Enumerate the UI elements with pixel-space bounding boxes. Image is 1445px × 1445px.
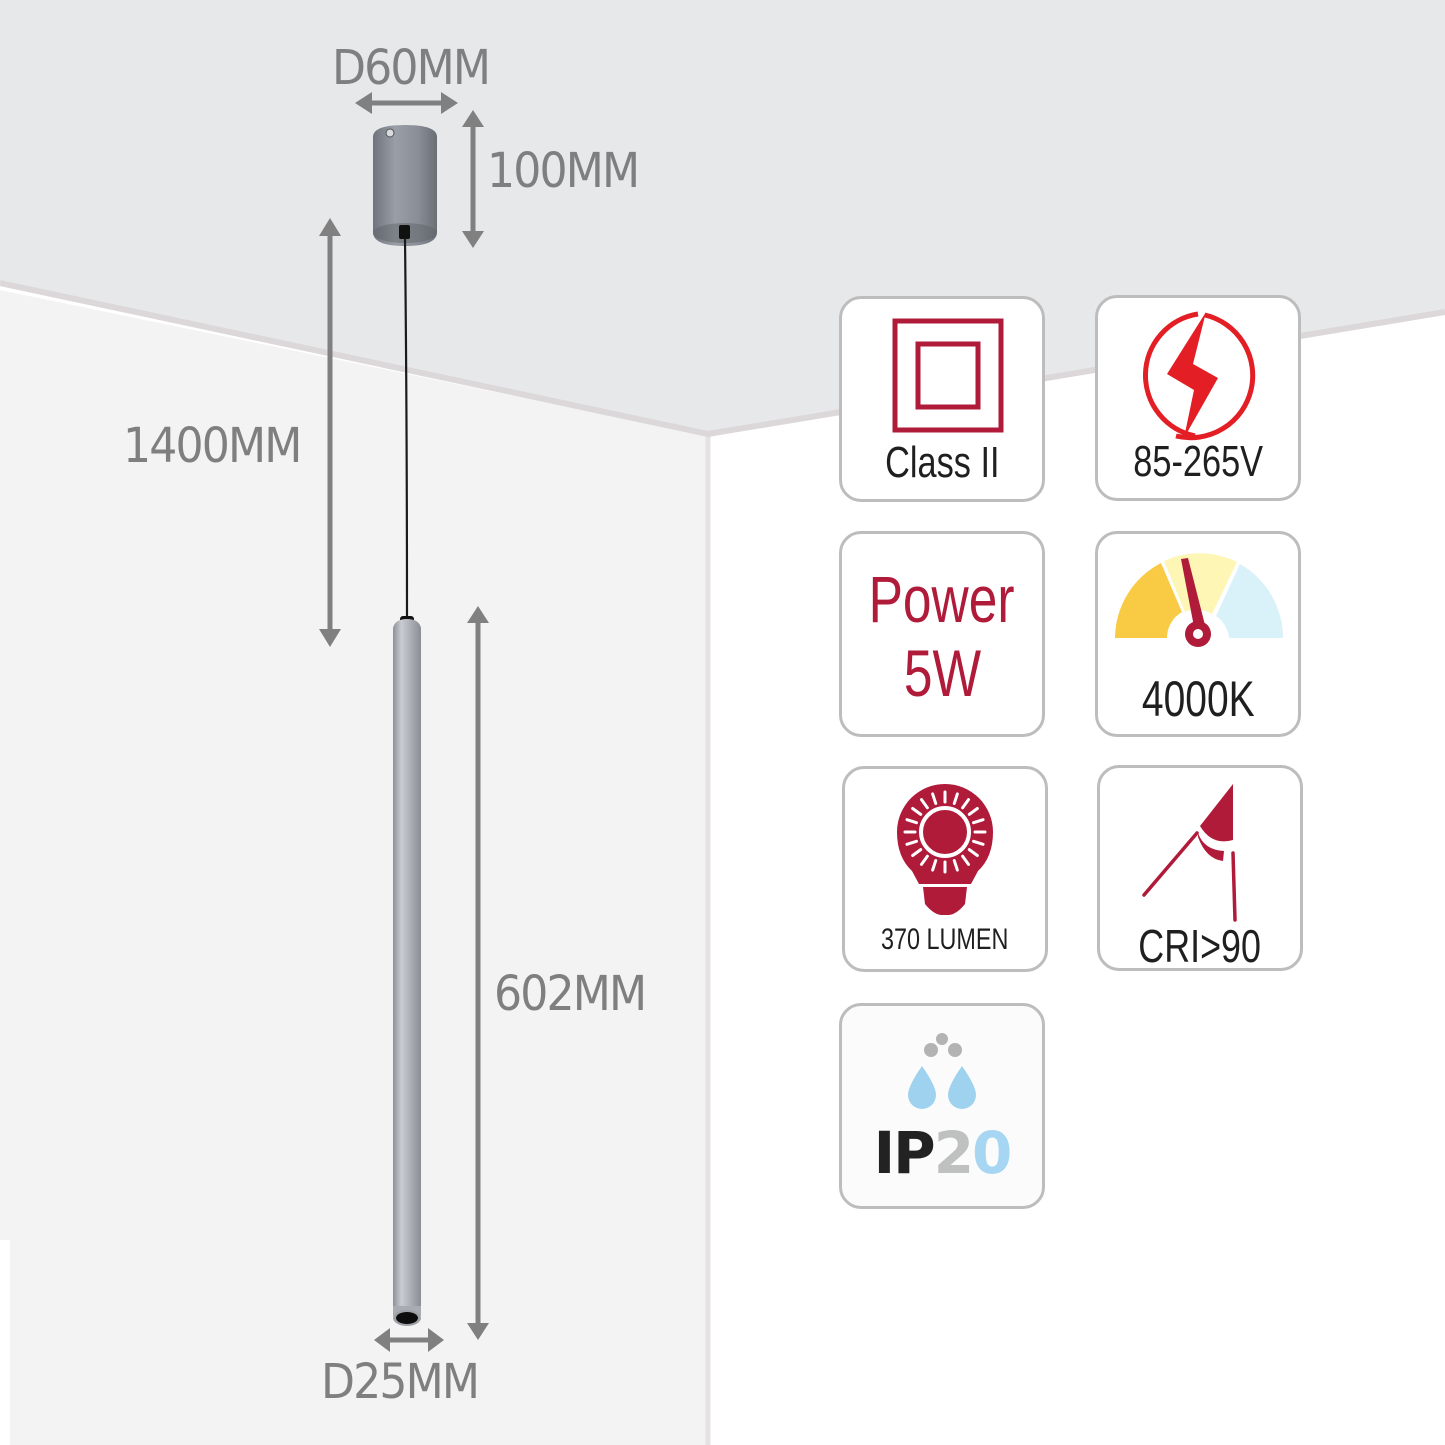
water-drops-icon (908, 1033, 976, 1109)
arrow-d60 (355, 92, 458, 114)
power-title: Power (869, 562, 1015, 636)
ip-prefix: IP (873, 1119, 936, 1187)
left-wall (0, 290, 708, 1445)
ip-second-digit: 0 (972, 1119, 1012, 1187)
bulb-ray (972, 839, 985, 846)
spec-card-voltage: 85-265V (1095, 295, 1301, 501)
bulb-ray (952, 859, 959, 872)
arrow-1400 (319, 218, 341, 647)
voltage-label: 85-265V (1133, 437, 1263, 486)
bulb-ray (905, 818, 918, 825)
bulb-ray (905, 839, 918, 846)
light-bulb-icon (897, 784, 993, 915)
cct-label: 4000K (1141, 671, 1255, 727)
bulb-ray (919, 798, 929, 810)
spec-card-ip-rating: IP20 (839, 1003, 1045, 1209)
spec-card-lumen: 370 LUMEN (842, 766, 1048, 972)
cable-length-label: 1400MM (123, 418, 302, 474)
dimension-arrows (319, 92, 489, 1352)
tube-opening (396, 1312, 418, 1324)
canopy-diameter-label: D60MM (332, 40, 491, 96)
canopy-height-label: 100MM (487, 143, 640, 199)
arrow-d25 (374, 1328, 444, 1352)
tube-length-label: 602MM (494, 966, 647, 1022)
bulb-ray (961, 854, 971, 866)
ceiling-canopy (373, 125, 437, 246)
bulb-ray (972, 818, 985, 825)
pendant-tube (393, 616, 421, 1326)
ip-rating-text: IP20 (842, 1124, 1042, 1182)
bulb-ray (952, 792, 959, 805)
canopy-screw (385, 128, 395, 138)
suspension-cable (403, 237, 409, 621)
spec-card-class: Class II (839, 296, 1045, 502)
color-rendering-icon (1142, 784, 1237, 922)
double-square-icon (892, 318, 1004, 433)
bulb-ray (967, 806, 979, 816)
bulb-ray (961, 798, 971, 810)
arrow-100 (462, 110, 484, 248)
bulb-ray (931, 859, 938, 872)
ceiling (0, 0, 1445, 432)
lumen-label: 370 LUMEN (881, 923, 1009, 956)
bulb-ray (931, 792, 938, 805)
bulb-ray (911, 848, 923, 858)
bulb-ray (911, 806, 923, 816)
cri-label: CRI>90 (1138, 920, 1262, 972)
spec-card-power: Power 5W (839, 531, 1045, 737)
power-value: 5W (903, 636, 981, 710)
bulb-ray (967, 848, 979, 858)
bulb-ray (919, 854, 929, 866)
ip-first-digit: 2 (933, 1119, 974, 1187)
class-label: Class II (884, 438, 1000, 487)
spec-card-cri: CRI>90 (1097, 765, 1303, 971)
arrow-602 (467, 606, 489, 1340)
tube-diameter-label: D25MM (321, 1354, 480, 1410)
gauge-icon (1115, 553, 1283, 647)
spec-card-color-temperature: 4000K (1095, 531, 1301, 737)
lightning-circle-icon (1143, 311, 1256, 441)
